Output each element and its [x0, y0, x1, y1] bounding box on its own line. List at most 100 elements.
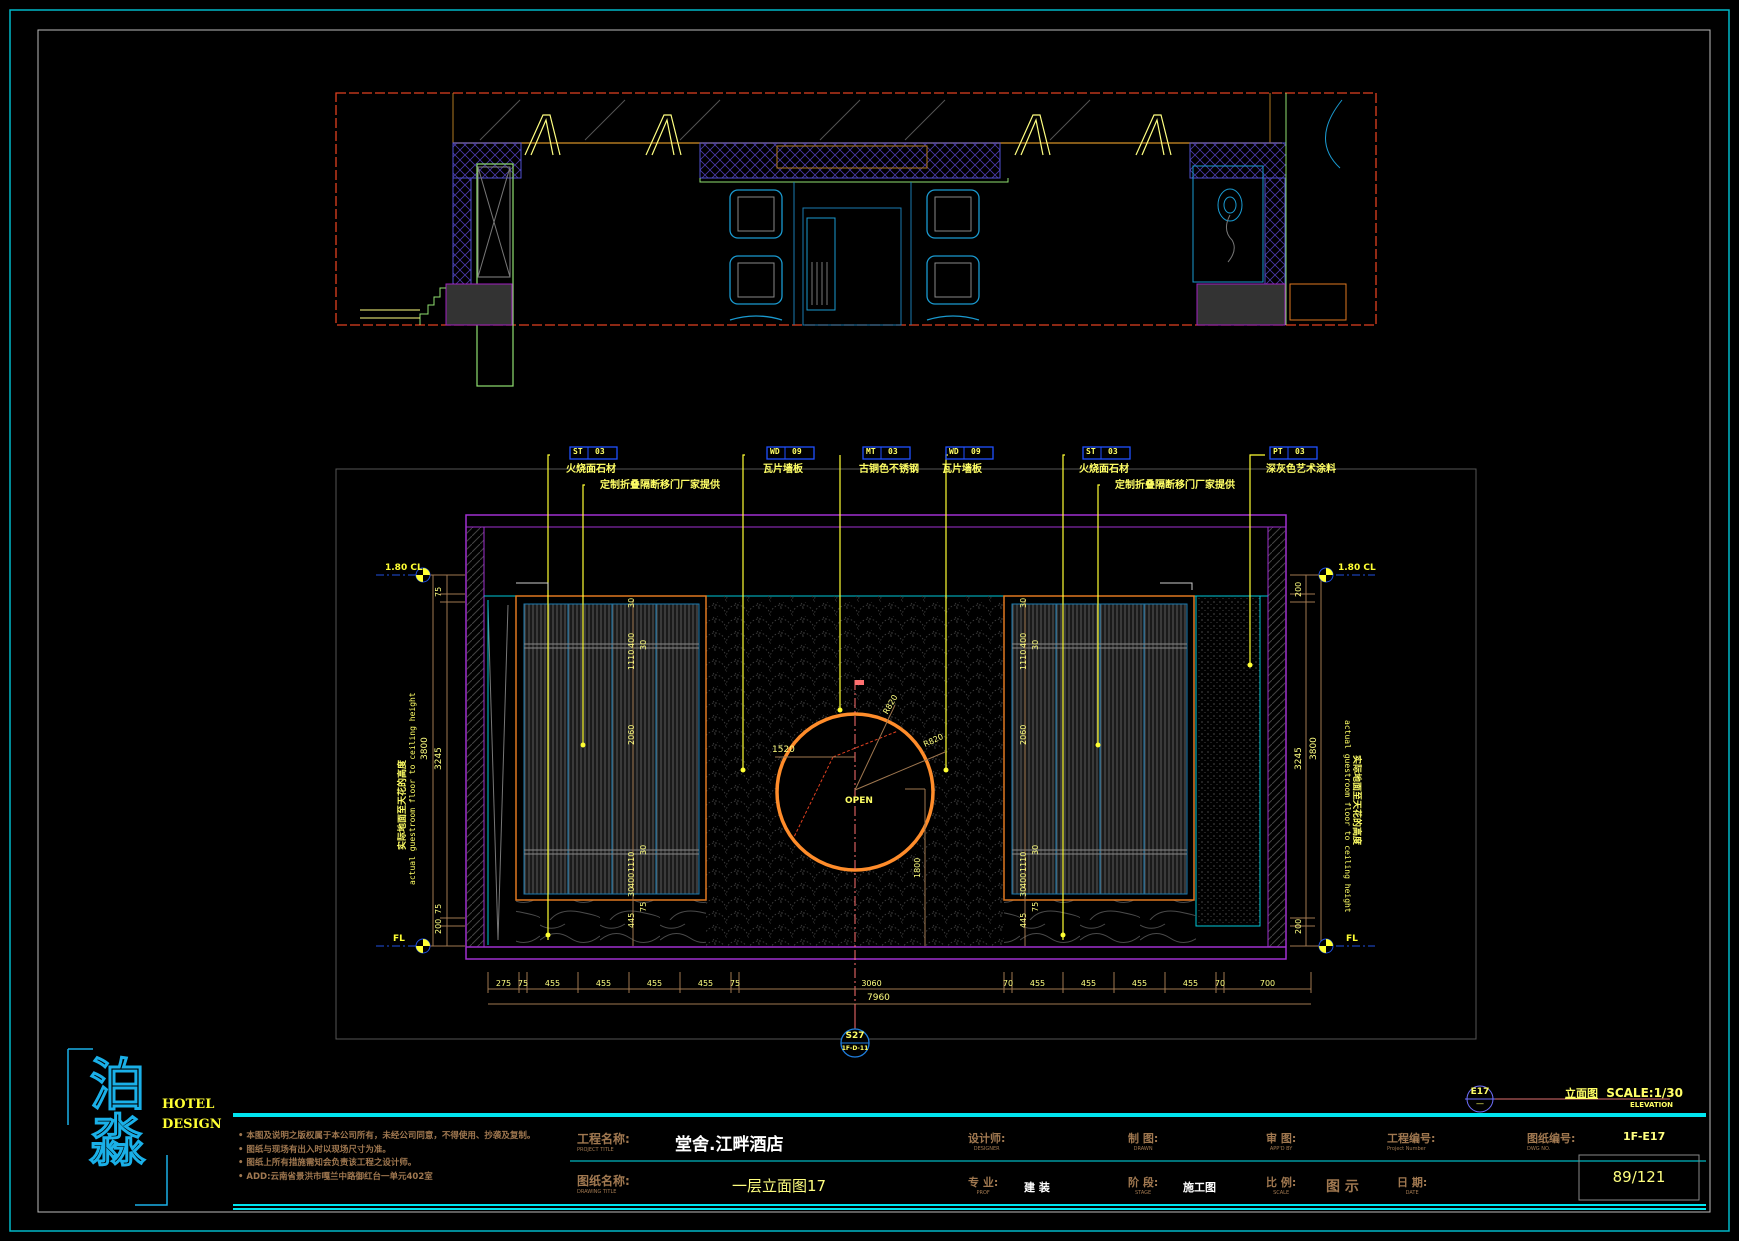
field-approved: 审 图: APP'D BY [1266, 1132, 1297, 1152]
elevation-title-en: ELEVATION [1630, 1101, 1674, 1109]
page-number: 89/121 [1612, 1168, 1666, 1186]
height-note-en-left: actual guestroom floor to ceiling height [408, 692, 417, 885]
section-marker-top: S27 [845, 1031, 865, 1041]
panel-dim-label: 75 [639, 901, 648, 912]
panel-dim-label: 445 [1019, 912, 1028, 928]
stage-value: 施工图 [1183, 1181, 1216, 1194]
logo-glyph: 泊淼 [79, 1054, 145, 1167]
field-drawn: 制 图: DRAWN [1128, 1132, 1159, 1152]
level-marker-right-bottom [1318, 938, 1375, 954]
level-label-right-bottom: FL [1346, 934, 1358, 944]
field-dwg-no: 图纸编号: DWG NO. [1527, 1132, 1576, 1152]
panel-dim-label: 30 [1019, 886, 1028, 897]
callout-box [766, 446, 815, 460]
level-label-left-bottom: FL [393, 934, 405, 944]
dim-segment-label: 75 [729, 979, 741, 988]
elevation-scale: SCALE:1/30 [1606, 1086, 1683, 1100]
panel-dim-label: 75 [1031, 901, 1040, 912]
dim-inner-right: 3245 [1294, 747, 1304, 770]
dim-top-a-left: 75 [434, 586, 443, 597]
field-stage: 阶 段: STAGE [1128, 1176, 1159, 1196]
panel-dim-label: 400 [627, 872, 636, 888]
drawing-title-value: 一层立面图17 [732, 1177, 827, 1195]
field-project-number: 工程编号: Project Number [1387, 1132, 1436, 1152]
callout-desc: 瓦片墙板 [942, 464, 982, 475]
panel-dim-label: 30 [1031, 844, 1040, 855]
outer-border [9, 9, 1730, 1232]
dim-circle-r1: R820 [881, 693, 900, 716]
drawing-border [37, 29, 1711, 1213]
dim-segment-label: 70 [1214, 979, 1226, 988]
panel-dim-label: 30 [1019, 597, 1028, 608]
field-scale: 比 例: SCALE [1266, 1176, 1297, 1196]
height-note-cn-right: 实际地面至天花的高度 [1351, 755, 1361, 846]
dim-circle-r2: R820 [922, 732, 945, 749]
title-block-lines [233, 1085, 1706, 1210]
note-3: • 图纸上所有措施需知会负责该工程之设计师。 [238, 1158, 417, 1168]
callout-code: WD [949, 447, 959, 456]
dim-overall-right: 3800 [1309, 737, 1319, 760]
dim-circle-v: 1800 [913, 857, 922, 878]
height-note-cn-left: 实际地面至天花的高度 [398, 759, 408, 850]
callout-num: 09 [971, 447, 981, 456]
scale-value: 图 示 [1326, 1179, 1359, 1195]
dim-segment-label: 455 [1029, 979, 1046, 988]
field-drawing: 图纸名称: DRAWING TITLE [577, 1174, 630, 1195]
level-marker-left-bottom [376, 938, 431, 954]
dim-top-right: 200 [1294, 581, 1303, 597]
dim-bot-b-left: 200 [434, 918, 443, 934]
elevation-title: 立面图 SCALE:1/30 [1565, 1085, 1683, 1101]
dim-overall-horizontal: 7960 [867, 993, 890, 1003]
level-marker-left-top [376, 567, 431, 583]
title-block-notes: • 本图及说明之版权属于本公司所有，未经公司同意，不得使用、抄袭及复制。 • 图… [238, 1130, 535, 1184]
panel-dim-label: 2060 [627, 724, 636, 745]
panel-dim-label: 30 [639, 844, 648, 855]
elevation-view [335, 454, 1477, 1058]
panel-dim-label: 1110 [1019, 649, 1028, 670]
dim-segment-label: 70 [1002, 979, 1014, 988]
dim-segment-label: 75 [517, 979, 529, 988]
field-date: 日 期: DATE [1397, 1176, 1428, 1196]
dwg-no-value: 1F-E17 [1623, 1130, 1666, 1143]
logo-text-design: DESIGN [162, 1117, 222, 1132]
dim-overall-left: 3800 [420, 737, 430, 760]
elevation-marker-bottom: — [1476, 1099, 1484, 1108]
elevation-marker-top: E17 [1470, 1087, 1490, 1097]
level-label-right-top: 1.80 CL [1338, 563, 1376, 573]
callout-box [1269, 446, 1318, 460]
panel-dim-label: 400 [1019, 872, 1028, 888]
panel-dim-label: 2060 [1019, 724, 1028, 745]
dim-segment-label: 700 [1259, 979, 1276, 988]
dim-bot-a-left: 75 [434, 903, 443, 914]
note-4: • ADD:云南省景洪市嘎兰中路御红台一单元402室 [238, 1171, 433, 1182]
panel-dim-label: 1110 [1019, 851, 1028, 872]
callout-desc: 深灰色艺术涂料 [1266, 464, 1336, 475]
panel-dim-label: 30 [1031, 639, 1040, 650]
panel-dim-label: 30 [639, 639, 648, 650]
dim-inner-left: 3245 [434, 747, 444, 770]
dim-segment-label: 455 [697, 979, 714, 988]
plan-view [335, 92, 1377, 387]
callout-box [945, 446, 994, 460]
note-2: • 图纸与现场有出入时以现场尺寸为准。 [238, 1144, 391, 1155]
dim-circle-h: 1520 [772, 745, 795, 755]
section-marker-bottom: 1F-D-11 [841, 1045, 869, 1052]
project-title-value: 堂舍.江畔酒店 [675, 1135, 784, 1155]
dim-segment-label: 455 [1080, 979, 1097, 988]
note-1: • 本图及说明之版权属于本公司所有，未经公司同意，不得使用、抄袭及复制。 [238, 1131, 536, 1141]
callout-code: ST [1086, 447, 1096, 456]
logo-text-hotel: HOTEL [162, 1097, 215, 1112]
callout-code: PT [1273, 447, 1283, 456]
field-project: 工程名称: PROJECT TITLE [577, 1132, 630, 1153]
dim-segment-label: 455 [1131, 979, 1148, 988]
level-label-left-top: 1.80 CL [385, 563, 423, 573]
dim-segment-label: 455 [1182, 979, 1199, 988]
callout-num: 09 [792, 447, 802, 456]
panel-dim-label: 1110 [627, 851, 636, 872]
